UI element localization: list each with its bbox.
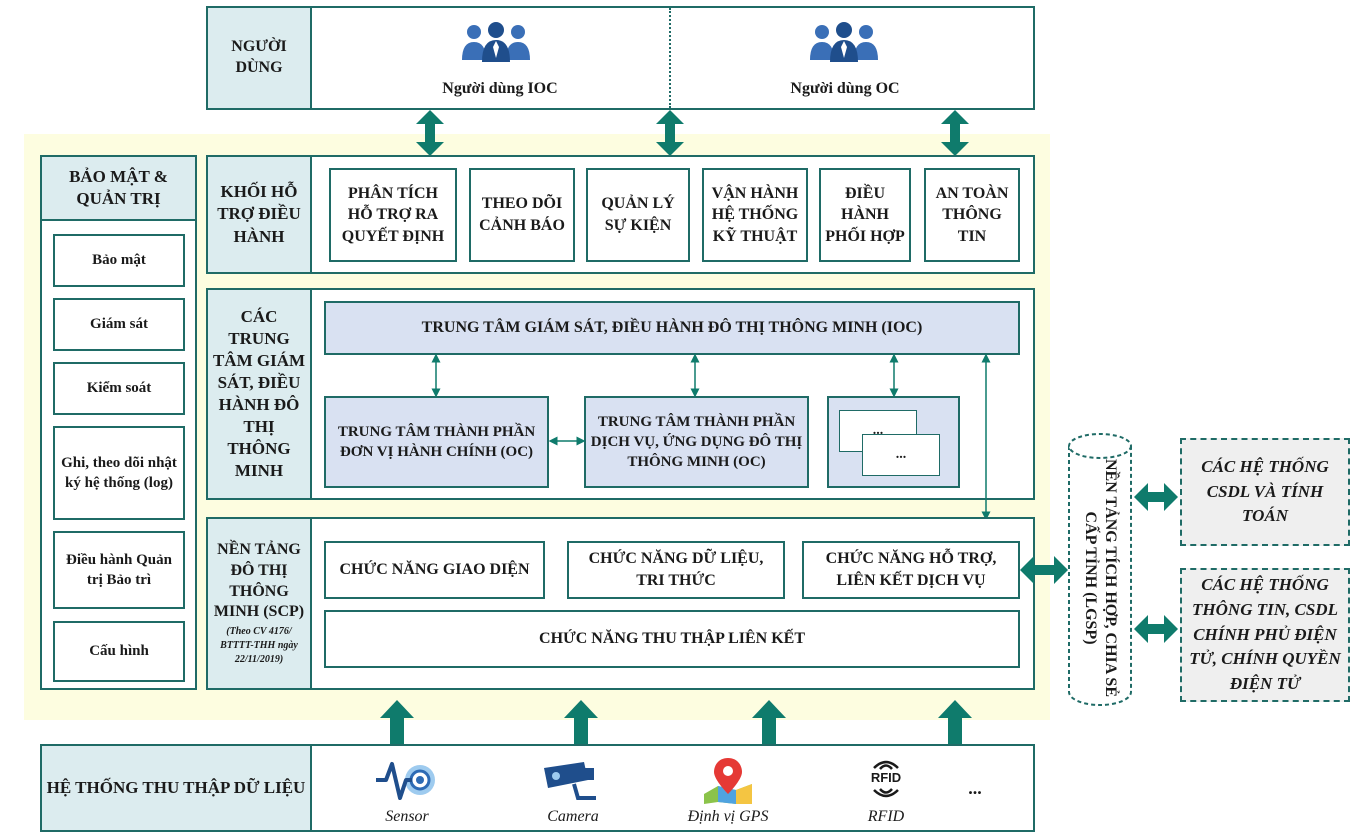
support-item-tech-ops: VẬN HÀNH HỆ THỐNG KỸ THUẬT — [702, 168, 808, 262]
collection-label: HỆ THỐNG THU THẬP DỮ LIỆU — [40, 744, 312, 832]
oc-user-label: Người dùng OC — [790, 80, 900, 97]
lgsp-cylinder: NỀN TẢNG TÍCH HỢP, CHIA SẺ CẤP TỈNH (LGS… — [1067, 432, 1133, 707]
device-label-sensor: Sensor — [385, 808, 429, 825]
double-arrow-icon — [1134, 615, 1178, 643]
security-title: BẢO MẬT & QUẢN TRỊ — [40, 155, 197, 221]
service-link-function: CHỨC NĂNG HỖ TRỢ, LIÊN KẾT DỊCH VỤ — [802, 541, 1020, 599]
up-arrow-icon — [938, 700, 972, 744]
support-item-alert: THEO DÕI CẢNH BÁO — [469, 168, 575, 262]
users-row — [206, 6, 1035, 110]
security-item-operation: Điều hành Quản trị Bảo trì — [53, 531, 185, 609]
platform-note: (Theo CV 4176/ BTTTT-THH ngày 22/11/2019… — [220, 626, 298, 666]
external-db-systems: CÁC HỆ THỐNG CSDL VÀ TÍNH TOÁN — [1180, 438, 1350, 546]
external-gov-systems: CÁC HỆ THỐNG THÔNG TIN, CSDL CHÍNH PHỦ Đ… — [1180, 568, 1350, 702]
rfid-icon-text: RFID — [870, 770, 902, 785]
platform-label-box: NỀN TẢNG ĐÔ THỊ THÔNG MINH (SCP) (Theo C… — [206, 517, 312, 690]
up-arrow-icon — [380, 700, 414, 744]
double-arrow-icon — [656, 110, 684, 156]
gps-map-icon — [704, 758, 752, 804]
device-label-camera: Camera — [547, 808, 599, 825]
interface-function: CHỨC NĂNG GIAO DIỆN — [324, 541, 545, 599]
support-item-event: QUẢN LÝ SỰ KIỆN — [586, 168, 690, 262]
data-function: CHỨC NĂNG DỮ LIỆU, TRI THỨC — [567, 541, 785, 599]
support-item-coordination: ĐIỀU HÀNH PHỐI HỢP — [819, 168, 911, 262]
security-item-logging: Ghi, theo dõi nhật ký hệ thống (log) — [53, 426, 185, 520]
users-label: NGƯỜI DÙNG — [206, 6, 312, 110]
users-divider — [669, 8, 671, 108]
more-center-card: ... — [862, 434, 940, 476]
up-arrow-icon — [564, 700, 598, 744]
support-item-infosec: AN TOÀN THÔNG TIN — [924, 168, 1020, 262]
lgsp-label: NỀN TẢNG TÍCH HỢP, CHIA SẺ CẤP TỈNH (LGS… — [1082, 459, 1119, 697]
double-arrow-icon — [416, 110, 444, 156]
users-group-icon — [462, 22, 530, 62]
admin-unit-center: TRUNG TÂM THÀNH PHẦN ĐƠN VỊ HÀNH CHÍNH (… — [324, 396, 549, 488]
ioc-center: TRUNG TÂM GIÁM SÁT, ĐIỀU HÀNH ĐÔ THỊ THÔ… — [324, 301, 1020, 355]
ioc-user-label: Người dùng IOC — [442, 80, 558, 97]
camera-icon — [544, 762, 596, 800]
device-label-rfid: RFID — [867, 808, 905, 825]
double-arrow-icon — [1020, 556, 1068, 584]
centers-label: CÁC TRUNG TÂM GIÁM SÁT, ĐIỀU HÀNH ĐÔ THỊ… — [206, 288, 312, 500]
support-block-label: KHỐI HỖ TRỢ ĐIỀU HÀNH — [206, 155, 312, 274]
security-item-config: Cấu hình — [53, 621, 185, 682]
double-arrow-icon — [941, 110, 969, 156]
users-group-icon — [810, 22, 878, 62]
service-unit-center: TRUNG TÂM THÀNH PHẦN DỊCH VỤ, ỨNG DỤNG Đ… — [584, 396, 809, 488]
sensor-icon — [376, 762, 435, 800]
rfid-icon: RFID — [864, 756, 908, 806]
up-arrow-icon — [752, 700, 786, 744]
device-label-gps: Định vị GPS — [687, 808, 769, 825]
double-arrow-icon — [1134, 483, 1178, 511]
platform-label: NỀN TẢNG ĐÔ THỊ THÔNG MINH (SCP) — [213, 540, 305, 621]
security-item-control: Kiểm soát — [53, 362, 185, 415]
more-devices: ... — [968, 778, 982, 798]
security-item-monitoring: Giám sát — [53, 298, 185, 351]
collect-function: CHỨC NĂNG THU THẬP LIÊN KẾT — [324, 610, 1020, 668]
security-item-security: Bảo mật — [53, 234, 185, 287]
support-item-analysis: PHÂN TÍCH HỖ TRỢ RA QUYẾT ĐỊNH — [329, 168, 457, 262]
